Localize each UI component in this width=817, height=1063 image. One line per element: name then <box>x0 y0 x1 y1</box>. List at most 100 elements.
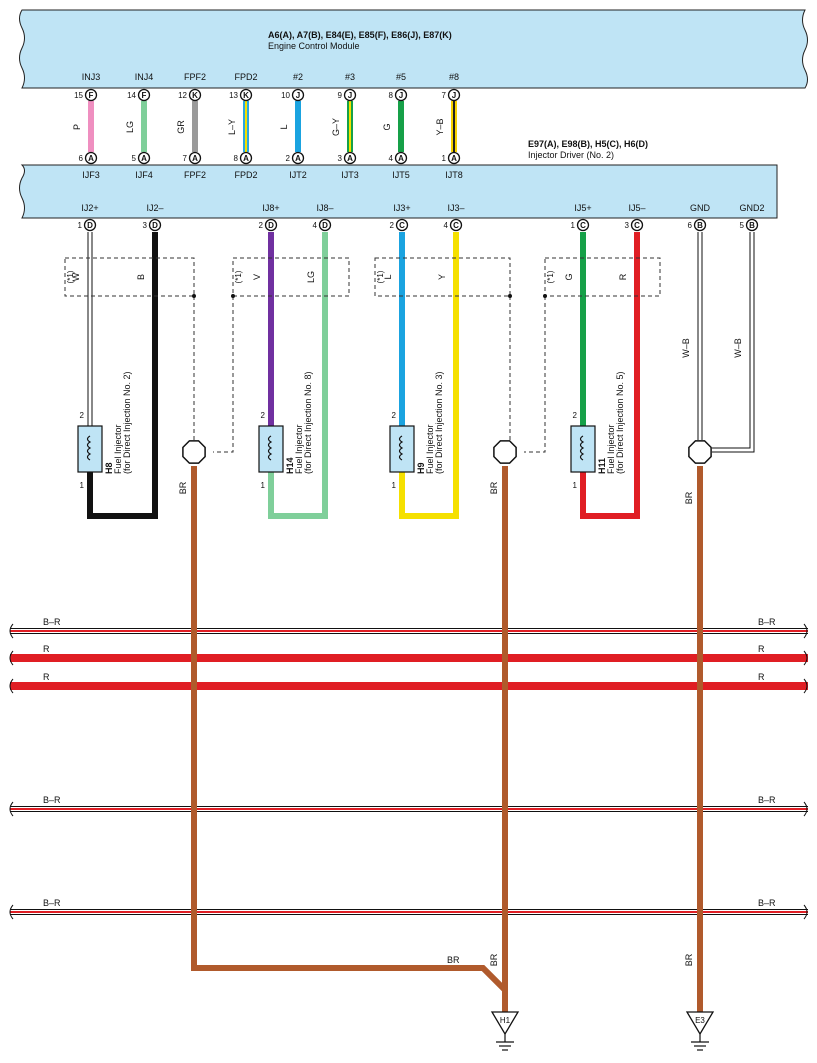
pin-number: 2 <box>259 221 264 230</box>
driver-top-pin-6: A4 <box>389 151 408 165</box>
wire-color-label: R <box>618 273 628 280</box>
ecm-pin-6: J8 <box>389 88 408 102</box>
injector-name: Fuel Injector <box>425 424 435 474</box>
pin-number: 7 <box>183 154 188 163</box>
pin-number: 3 <box>143 221 148 230</box>
shield-box <box>64 257 195 297</box>
pin-letter: B <box>697 221 703 230</box>
wire-return <box>580 232 640 519</box>
br-label: BR <box>684 953 694 966</box>
pin-circle <box>188 151 202 165</box>
pin-letter: K <box>192 91 198 100</box>
driver-bottom-pin-5: C4 <box>444 218 463 232</box>
pin-number: 15 <box>74 91 83 100</box>
driver-bottom-pin-7: C3 <box>625 218 644 232</box>
pin-circle <box>693 218 707 232</box>
ecm-pin-5: J9 <box>338 88 357 102</box>
pin-number: 8 <box>389 91 394 100</box>
drain-2 <box>213 296 234 453</box>
injector-body <box>258 425 284 473</box>
pin-number: 1 <box>78 221 83 230</box>
pin-circle <box>137 88 151 102</box>
drain-junction-3 <box>543 294 547 298</box>
driver-top-pin-0: A6 <box>79 151 98 165</box>
gnd2-wire-label: W–B <box>733 338 743 358</box>
pin-number: 13 <box>229 91 238 100</box>
driver-bottom-pin-label: IJ8+ <box>262 203 279 213</box>
driver-bottom-pin-label: IJ8– <box>316 203 333 213</box>
bus-break-right <box>803 623 808 639</box>
bus-label-left: B–R <box>43 795 61 805</box>
bus-break-left <box>9 650 14 666</box>
injector-pin-top: 2 <box>261 411 266 420</box>
pin-circle <box>343 151 357 165</box>
pin-letter: J <box>348 91 352 100</box>
pin-letter: D <box>87 221 93 230</box>
driver-top-pin-label: IJT8 <box>445 170 463 180</box>
driver-top-pin-label: IJF4 <box>135 170 153 180</box>
wire-color-label: Y <box>437 274 447 280</box>
bus-label-left: R <box>43 644 50 654</box>
driver-top-pin-label: IJT3 <box>341 170 359 180</box>
ground-h1-icon: H1 <box>490 1011 520 1051</box>
pin-number: 2 <box>286 154 291 163</box>
injector-body <box>77 425 103 473</box>
coil-icon <box>579 435 585 461</box>
driver-bottom-pin-label: IJ2– <box>146 203 163 213</box>
pin-circle <box>318 218 332 232</box>
wire-color-label: P <box>72 124 82 130</box>
pin-letter: A <box>398 154 404 163</box>
injector-pin-bottom: 1 <box>392 481 397 490</box>
ecm-pin-4: J10 <box>281 88 305 102</box>
wire-color-label: G–Y <box>331 118 341 136</box>
ecm-name: Engine Control Module <box>268 41 360 51</box>
driver-bottom-pin-2: D2 <box>259 218 278 232</box>
injector-pin-top: 2 <box>573 411 578 420</box>
upper-wire-1: LG <box>125 101 147 152</box>
pin-circle <box>148 218 162 232</box>
ground-triangle <box>490 1011 520 1036</box>
bus-break-right <box>803 650 808 666</box>
module-boxes: A6(A), A7(B), E84(E), E85(F), E86(J), E8… <box>19 9 808 219</box>
shield-drains <box>192 294 547 453</box>
driver-bottom-pin-6: C1 <box>571 218 590 232</box>
br-label: BR <box>489 953 499 966</box>
ground-triangle <box>685 1011 715 1036</box>
upper-wire-7: Y–B <box>435 101 457 152</box>
pin-letter: A <box>295 154 301 163</box>
wire-color-label: L <box>279 124 289 129</box>
upper-wire-6: G <box>382 101 404 152</box>
driver-top-pin-1: A5 <box>132 151 151 165</box>
driver-bottom-pin-label: IJ3– <box>447 203 464 213</box>
ecm-pin-3: K13 <box>229 88 253 102</box>
upper-wire-3: L–Y <box>227 101 249 152</box>
pin-number: 5 <box>132 154 137 163</box>
ground-id: E3 <box>695 1016 705 1025</box>
pin-letter: D <box>322 221 328 230</box>
ecm-pin-label: #5 <box>396 72 406 82</box>
br-wire-h1-a <box>191 466 508 1012</box>
injector-desc: (for Direct Injection No. 5) <box>615 371 625 474</box>
driver-bottom-pin-label: IJ5+ <box>574 203 591 213</box>
ecm-pin-0: F15 <box>74 88 98 102</box>
driver-bottom-pin-label: IJ5– <box>628 203 645 213</box>
pin-letter: J <box>399 91 403 100</box>
coil-icon <box>267 435 273 461</box>
driver-bottom-pin-label: GND2 <box>739 203 764 213</box>
pin-letter: C <box>399 221 405 230</box>
shield-tag: (*1) <box>376 270 385 283</box>
driver-bottom-pin-8: B6 <box>688 218 707 232</box>
injector-desc: (for Direct Injection No. 3) <box>434 371 444 474</box>
ground-id: H1 <box>500 1016 511 1025</box>
drain-junction-1 <box>231 294 235 298</box>
driver-bottom-pin-1: D3 <box>143 218 162 232</box>
